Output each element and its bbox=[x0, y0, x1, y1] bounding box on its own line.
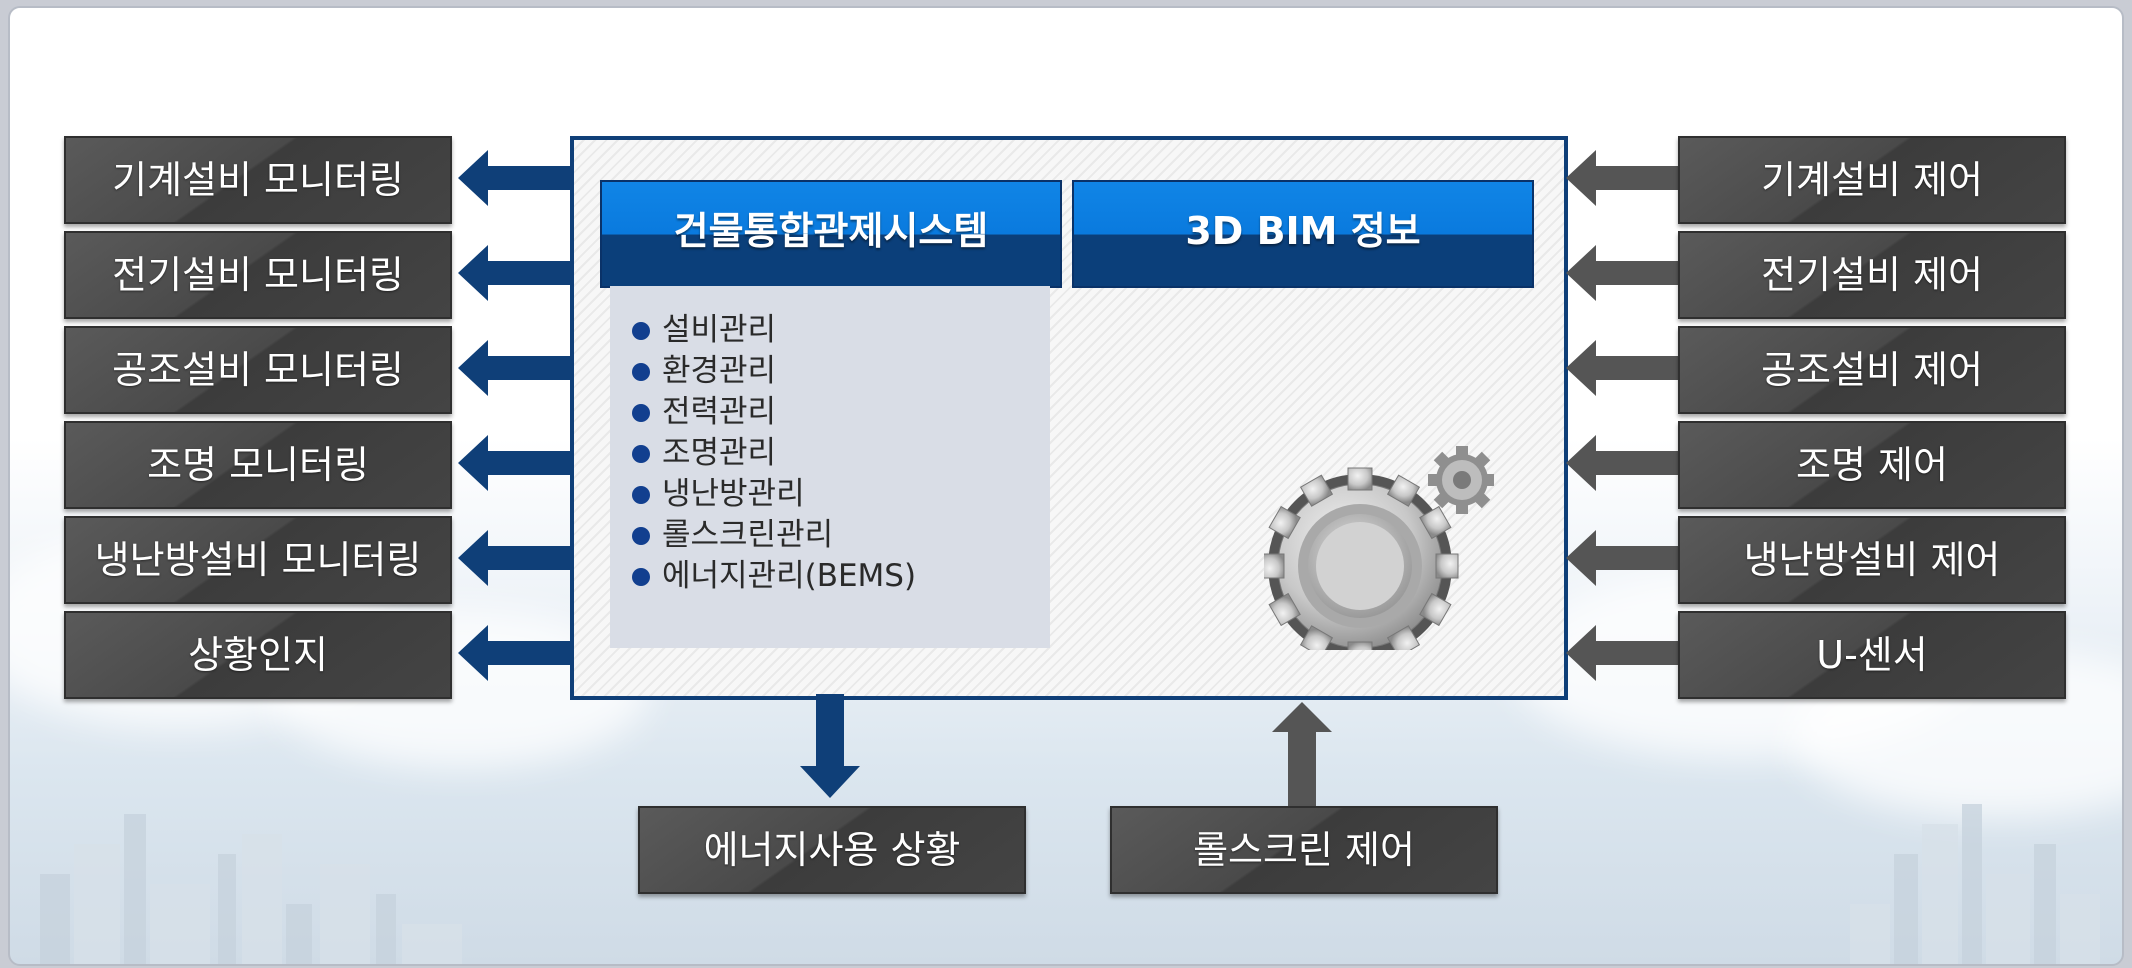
list-item: 냉난방관리 bbox=[632, 474, 1050, 515]
skyline-building bbox=[376, 894, 396, 964]
center-panel: 건물통합관제시스템 3D BIM 정보 설비관리 환경관리 전력관리 조명관리 … bbox=[570, 136, 1568, 700]
gears-icon bbox=[1264, 446, 1494, 650]
management-list-panel: 설비관리 환경관리 전력관리 조명관리 냉난방관리 롤스크린관리 에너지관리(B… bbox=[610, 286, 1050, 648]
skyline-building bbox=[320, 864, 370, 964]
list-item: 환경관리 bbox=[632, 351, 1050, 392]
right-box-mechanical-control: 기계설비 제어 bbox=[1678, 136, 2066, 224]
energy-usage-status-box: 에너지사용 상황 bbox=[638, 806, 1026, 894]
skyline-building bbox=[124, 814, 146, 964]
list-item-label: 전력관리 bbox=[662, 394, 777, 430]
left-box-hvac-monitoring: 공조설비 모니터링 bbox=[64, 326, 452, 414]
bullet-icon bbox=[632, 526, 650, 545]
bullet-icon bbox=[632, 444, 650, 463]
skyline-building bbox=[1922, 824, 1958, 964]
bullet-icon bbox=[632, 403, 650, 422]
skyline-building bbox=[74, 844, 120, 964]
skyline-building bbox=[242, 834, 282, 964]
skyline-building bbox=[1986, 874, 2030, 964]
bullet-icon bbox=[632, 485, 650, 504]
list-item: 전력관리 bbox=[632, 392, 1050, 433]
bullet-icon bbox=[632, 567, 650, 586]
skyline-building bbox=[2060, 894, 2100, 964]
right-box-hvac-control: 공조설비 제어 bbox=[1678, 326, 2066, 414]
right-box-u-sensor: U-센서 bbox=[1678, 611, 2066, 699]
list-item-label: 조명관리 bbox=[662, 435, 777, 471]
list-item: 설비관리 bbox=[632, 310, 1050, 351]
list-item-label: 롤스크린관리 bbox=[662, 517, 834, 553]
left-arrow-icon bbox=[458, 435, 570, 491]
left-arrow-icon bbox=[458, 530, 570, 586]
skyline-building bbox=[40, 874, 70, 964]
skyline-building bbox=[150, 884, 210, 964]
list-item-label: 환경관리 bbox=[662, 353, 777, 389]
bullet-icon bbox=[632, 321, 650, 340]
left-arrow-icon bbox=[1566, 150, 1678, 206]
left-arrow-icon bbox=[458, 245, 570, 301]
skyline-building bbox=[218, 854, 236, 964]
right-box-heating-cooling-control: 냉난방설비 제어 bbox=[1678, 516, 2066, 604]
left-arrow-icon bbox=[1566, 530, 1678, 586]
list-item: 에너지관리(BEMS) bbox=[632, 556, 1050, 597]
skyline-building bbox=[1894, 854, 1918, 964]
skyline-building bbox=[1962, 804, 1982, 964]
left-arrow-icon bbox=[458, 625, 570, 681]
left-box-situation-awareness: 상황인지 bbox=[64, 611, 452, 699]
bim-info-header: 3D BIM 정보 bbox=[1072, 180, 1534, 288]
list-item: 조명관리 bbox=[632, 433, 1050, 474]
list-item: 롤스크린관리 bbox=[632, 515, 1050, 556]
left-box-heating-cooling-monitoring: 냉난방설비 모니터링 bbox=[64, 516, 452, 604]
left-box-mechanical-monitoring: 기계설비 모니터링 bbox=[64, 136, 452, 224]
left-arrow-icon bbox=[458, 150, 570, 206]
right-box-lighting-control: 조명 제어 bbox=[1678, 421, 2066, 509]
left-box-electrical-monitoring: 전기설비 모니터링 bbox=[64, 231, 452, 319]
right-box-electrical-control: 전기설비 제어 bbox=[1678, 231, 2066, 319]
roll-screen-control-box: 롤스크린 제어 bbox=[1110, 806, 1498, 894]
list-item-label: 에너지관리(BEMS) bbox=[662, 558, 917, 594]
left-box-lighting-monitoring: 조명 모니터링 bbox=[64, 421, 452, 509]
skyline-building bbox=[402, 924, 462, 964]
list-item-label: 냉난방관리 bbox=[662, 476, 805, 512]
skyline-building bbox=[2034, 844, 2056, 964]
skyline-building bbox=[286, 904, 312, 964]
left-arrow-icon bbox=[1566, 245, 1678, 301]
left-arrow-icon bbox=[458, 340, 570, 396]
up-arrow-icon bbox=[1272, 702, 1332, 806]
bullet-icon bbox=[632, 362, 650, 381]
left-arrow-icon bbox=[1566, 435, 1678, 491]
list-item-label: 설비관리 bbox=[662, 312, 777, 348]
skyline-building bbox=[1850, 904, 1890, 964]
left-arrow-icon bbox=[1566, 340, 1678, 396]
down-arrow-icon bbox=[800, 694, 860, 798]
left-arrow-icon bbox=[1566, 625, 1678, 681]
integrated-control-system-header: 건물통합관제시스템 bbox=[600, 180, 1062, 288]
